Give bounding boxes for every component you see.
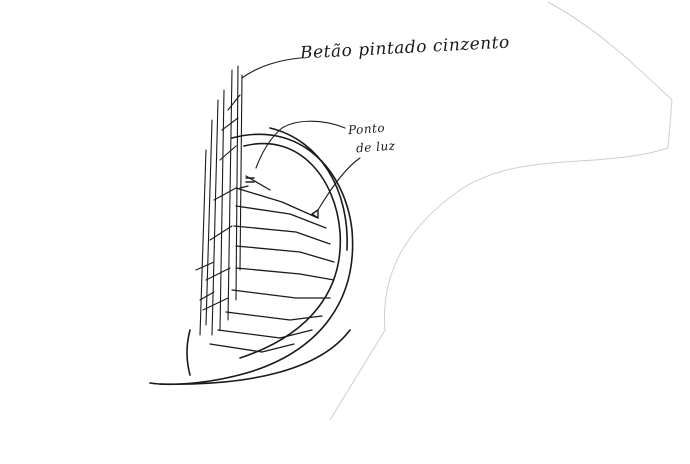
annotation-light-point-line2: de luz [355,138,396,156]
stair-treads [209,175,335,353]
wall-hatching [195,65,243,336]
curved-railing [149,127,354,386]
sheet-edge [329,1,673,421]
light-fixtures [239,177,319,219]
leader-lines [241,57,361,211]
annotation-light-point-line1: Ponto [347,120,386,138]
